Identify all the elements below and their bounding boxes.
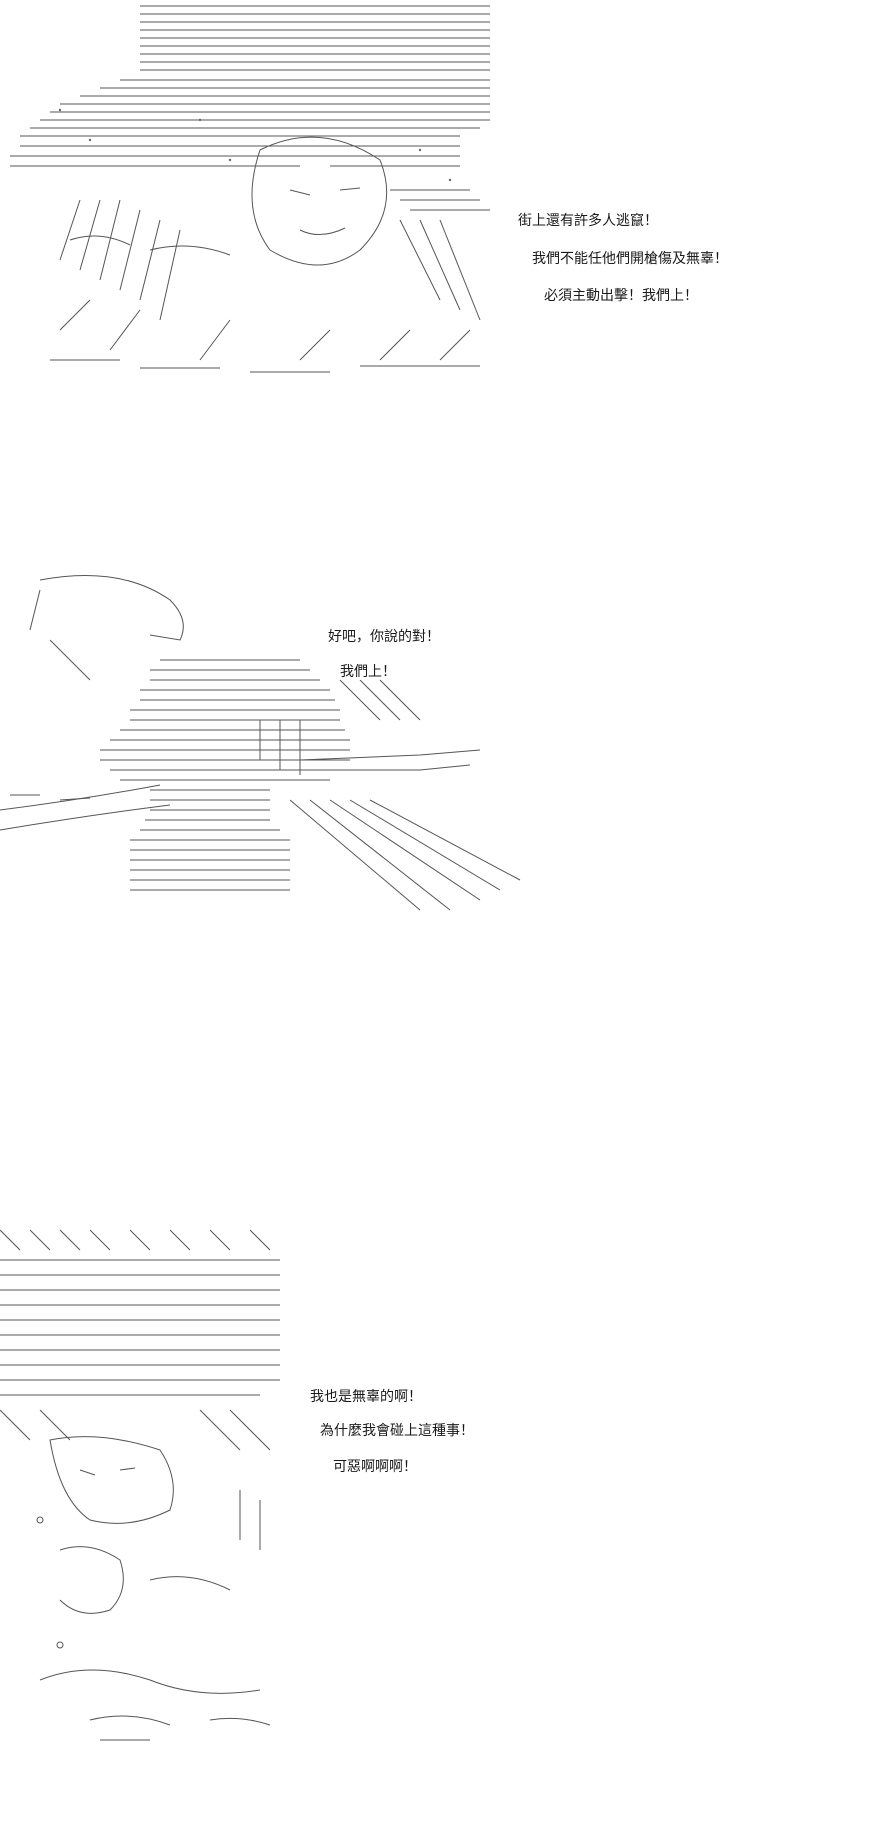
fallen-figure-ascii-art [0, 1220, 300, 1780]
ascii-art-drawing [10, 5, 490, 373]
ascii-art-drawing [0, 1229, 280, 1741]
ascii-art-drawing [0, 575, 521, 911]
speech-line: 我們上！ [340, 664, 396, 680]
speech-line: 好吧，你說的對！ [328, 629, 440, 645]
pointing-figure-ascii-art [0, 560, 560, 1030]
speech-line: 可惡啊啊啊！ [333, 1459, 417, 1475]
speech-line: 我們不能任他們開槍傷及無辜！ [532, 251, 728, 267]
panel-3: 我也是無辜的啊！ 為什麼我會碰上這種事！ 可惡啊啊啊！ [0, 1220, 871, 1780]
crowd-scene-ascii-art [0, 0, 500, 380]
panel-2: 好吧，你說的對！ 我們上！ [0, 560, 871, 1030]
panel-1: 街上還有許多人逃竄！ 我們不能任他們開槍傷及無辜！ 必須主動出擊！我們上！ [0, 0, 871, 380]
speech-line: 街上還有許多人逃竄！ [518, 213, 658, 229]
speech-line: 我也是無辜的啊！ [310, 1389, 422, 1405]
speech-line: 為什麼我會碰上這種事！ [320, 1423, 474, 1439]
speech-line: 必須主動出擊！我們上！ [544, 288, 698, 304]
